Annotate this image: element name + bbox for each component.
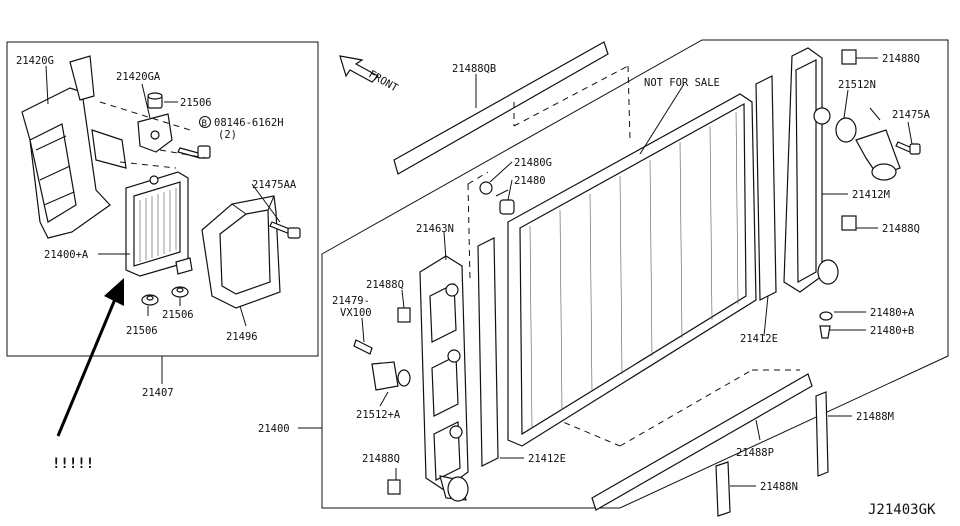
- part-main-radiator-core: [507, 93, 757, 447]
- label-bolt-part-number: 08146-6162H: [214, 117, 284, 129]
- label-21512N: 21512N: [838, 79, 876, 91]
- part-21488Q-block-bottom: [387, 479, 401, 495]
- label-21412M: 21412M: [852, 189, 890, 201]
- label-21488M: 21488M: [856, 411, 894, 423]
- part-21475A-bolt: [895, 141, 921, 155]
- part-21463N-left-tank: [419, 255, 469, 491]
- bolt-marker-circle: [199, 116, 211, 128]
- part-21480B-plug: [819, 325, 831, 339]
- label-21488Q-left: 21488Q: [366, 279, 404, 291]
- label-21479-line1: 21479-: [332, 295, 370, 307]
- label-21412E-bottom: 21412E: [528, 453, 566, 465]
- part-21512N-outlet: [835, 117, 901, 181]
- part-21412M-right-tank: [783, 47, 839, 293]
- part-21400A-cooler: [125, 171, 193, 277]
- label-21488Q-bottom: 21488Q: [362, 453, 400, 465]
- part-21475AA-bolt: [269, 221, 301, 239]
- label-21488Q-mid-right: 21488Q: [882, 223, 920, 235]
- label-front: FRONT: [367, 68, 401, 95]
- label-21400A: 21400+A: [44, 249, 89, 261]
- part-21480A-washer: [819, 311, 833, 321]
- label-21400: 21400: [258, 423, 290, 435]
- part-21420G-bracket: [21, 55, 127, 239]
- label-21506-top: 21506: [180, 97, 212, 109]
- part-21506-grommet-top: [147, 92, 163, 109]
- front-arrow-icon: [339, 55, 379, 83]
- label-21420GA: 21420GA: [116, 71, 161, 83]
- part-21506-grommet-bottom-b: [171, 286, 189, 298]
- part-bolt-08146: [177, 145, 211, 159]
- label-21463N: 21463N: [416, 223, 454, 235]
- label-21480B: 21480+B: [870, 325, 914, 337]
- part-21488M-seal: [815, 391, 829, 477]
- label-bolt-marker: B: [202, 119, 207, 129]
- part-21488Q-block-left: [397, 307, 411, 323]
- part-21412E-gasket-left: [477, 237, 499, 467]
- part-21512A-inlet: [353, 339, 411, 391]
- label-21506-b: 21506: [162, 309, 194, 321]
- part-21488P-seal: [591, 373, 813, 511]
- annotation-exclamations: !!!!!: [52, 456, 94, 472]
- label-21496: 21496: [226, 331, 258, 343]
- main-assembly-outline: [321, 39, 949, 509]
- label-21407: 21407: [142, 387, 174, 399]
- part-21488N-seal: [715, 461, 731, 517]
- label-21488QB: 21488QB: [452, 63, 496, 75]
- part-21480-drain-cock: [495, 189, 515, 215]
- label-21480G: 21480G: [514, 157, 552, 169]
- part-21412E-gasket-right: [755, 75, 777, 301]
- label-21479-line2: VX100: [340, 307, 372, 319]
- watermark-not-for-sale: NOT FOR SALE: [644, 77, 720, 89]
- label-21420G: 21420G: [16, 55, 54, 67]
- label-21512A: 21512+A: [356, 409, 401, 421]
- label-21480: 21480: [514, 175, 546, 187]
- part-21480G-plug: [479, 181, 493, 195]
- part-21488QB-seal: [393, 41, 609, 175]
- label-21475AA: 21475AA: [252, 179, 297, 191]
- part-left-outlet-pipe: [439, 475, 469, 502]
- label-21475A: 21475A: [892, 109, 931, 121]
- label-21488P: 21488P: [736, 447, 774, 459]
- part-21488Q-block-top-right: [841, 49, 857, 65]
- part-21506-grommet-bottom-a: [141, 294, 159, 306]
- part-21488Q-block-mid-right: [841, 215, 857, 231]
- label-bolt-quantity: (2): [218, 129, 237, 141]
- label-21506-a: 21506: [126, 325, 158, 337]
- annotation-arrow-icon: [56, 278, 124, 437]
- label-21412E-right: 21412E: [740, 333, 778, 345]
- label-21488N: 21488N: [760, 481, 798, 493]
- label-21488Q-top-right: 21488Q: [882, 53, 920, 65]
- part-21496-air-guide: [201, 195, 281, 309]
- label-21480A: 21480+A: [870, 307, 915, 319]
- part-21420GA-bracket: [137, 113, 173, 153]
- diagram-code: J21403GK: [868, 502, 936, 518]
